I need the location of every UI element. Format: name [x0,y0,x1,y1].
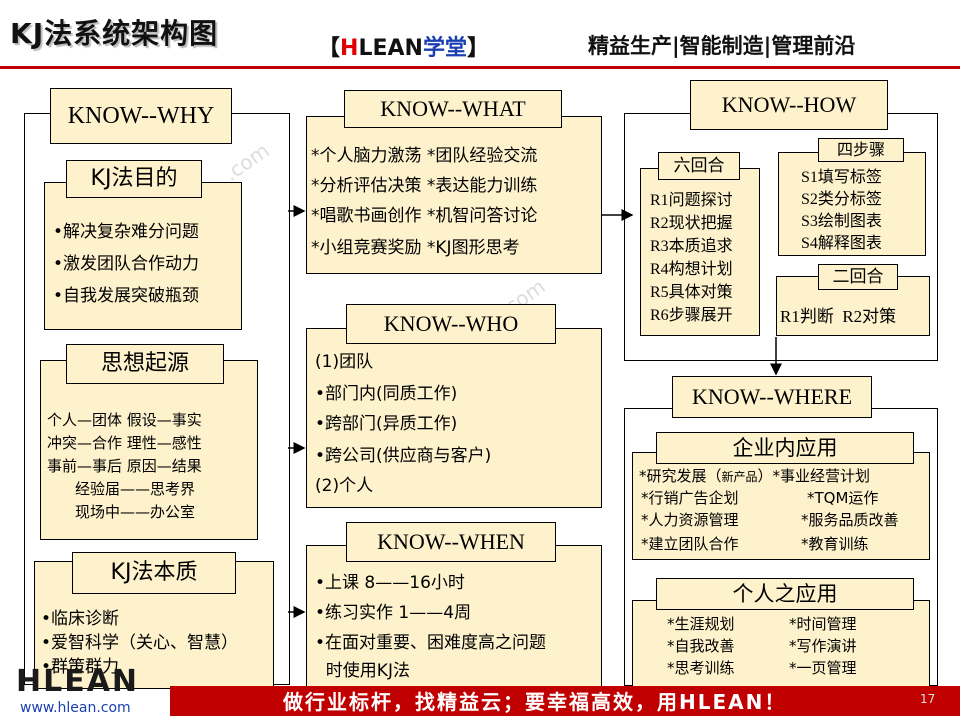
four-steps-panel: S1填写标签 S2类分标签 S3绘制图表 S4解释图表 [778,152,926,256]
purpose-item: •激发团队合作动力 [53,254,200,274]
purpose-item: •解决复杂难分问题 [53,222,200,242]
purpose-header: KJ法目的 [66,160,202,198]
personal-cell: *一页管理 [789,659,857,677]
page-title: KJ法系统架构图 [10,17,219,50]
brand-h: H [340,36,359,61]
who-header: KNOW--WHO [346,304,556,344]
six-rounds-item: R5具体对策 [650,284,733,301]
brand-logo: 【HLEAN学堂】 [318,30,489,62]
four-steps-item: S1填写标签 [801,169,882,186]
who-line: •部门内(同质工作) [315,384,458,404]
four-steps-header: 四步骤 [818,138,904,162]
what-line: *个人脑力激荡 *团队经验交流 [311,146,538,166]
footer-bar [170,686,960,716]
six-rounds-item: R2现状把握 [650,215,733,232]
personal-cell: *生涯规划 [667,615,735,633]
four-steps-item: S4解释图表 [801,235,882,252]
six-rounds-item: R6步骤展开 [650,307,733,324]
how-header: KNOW--HOW [690,80,888,130]
when-line: 时使用KJ法 [315,661,410,681]
enterprise-cell: ）*事业经营计划 [757,467,871,485]
origin-line: 经验届——思考界 [75,480,196,498]
when-line: •上课 8——16小时 [315,573,465,593]
origin-line: 冲突—合作 理性—感性 [47,434,202,452]
brand-bracket-left: 【 [318,36,341,61]
footer-site-link[interactable]: www.hlean.com [20,700,131,716]
two-rounds-header: 二回合 [818,264,898,290]
purpose-item: •自我发展突破瓶颈 [53,286,200,306]
origin-panel: 个人—团体 假设—事实 冲突—合作 理性—感性 事前—事后 原因—结果 经验届—… [40,360,258,540]
enterprise-cell: *TQM运作 [807,489,879,507]
what-line: *分析评估决策 *表达能力训练 [311,176,538,196]
when-panel: •上课 8——16小时 •练习实作 1——4周 •在面对重要、困难度高之问题 时… [306,545,602,689]
enterprise-cell: *研究发展（ [639,467,722,485]
six-rounds-item: R1问题探讨 [650,192,733,209]
header-divider [0,66,960,69]
enterprise-cell: *服务品质改善 [801,511,899,529]
tagline: 精益生产|智能制造|管理前沿 [588,34,856,58]
brand-bracket-right: 】 [466,36,489,61]
what-line: *唱歌书画创作 *机智问答讨论 [311,206,538,226]
origin-line: 现场中——办公室 [75,503,196,521]
essence-item: •群策群力 [41,657,120,677]
who-line: (2)个人 [315,476,374,496]
where-header: KNOW--WHERE [672,376,872,418]
enterprise-cell: *行销广告企划 [641,489,739,507]
who-line: (1)团队 [315,352,374,372]
origin-header: 思想起源 [66,344,224,384]
personal-header: 个人之应用 [656,578,914,610]
enterprise-header: 企业内应用 [656,432,914,464]
personal-cell: *思考训练 [667,659,735,677]
four-steps-item: S3绘制图表 [801,213,882,230]
origin-line: 个人—团体 假设—事实 [47,411,202,429]
enterprise-cell: *教育训练 [801,535,869,553]
when-line: •在面对重要、困难度高之问题 [315,633,547,653]
who-line: •跨公司(供应商与客户) [315,446,492,466]
what-line: *小组竞赛奖励 *KJ图形思考 [311,238,520,258]
origin-line: 事前—事后 原因—结果 [47,457,202,475]
six-rounds-item: R4构想计划 [650,261,733,278]
essence-item: •临床诊断 [41,609,120,629]
what-panel: *个人脑力激荡 *团队经验交流 *分析评估决策 *表达能力训练 *唱歌书画创作 … [306,116,602,274]
when-line: •练习实作 1——4周 [315,603,472,623]
personal-cell: *时间管理 [789,615,857,633]
footer-logo: HLEAN [16,664,140,699]
six-rounds-item: R3本质追求 [650,238,733,255]
personal-cell: *自我改善 [667,637,735,655]
two-rounds-text: R1判断 R2对策 [780,307,897,326]
why-header: KNOW--WHY [50,88,232,144]
brand-xuetang: 学堂 [422,36,467,61]
page-number: 17 [920,692,936,706]
brand-lean: LEAN [358,36,423,61]
personal-cell: *写作演讲 [789,637,857,655]
who-panel: (1)团队 •部门内(同质工作) •跨部门(异质工作) •跨公司(供应商与客户)… [306,328,602,508]
purpose-panel: •解决复杂难分问题 •激发团队合作动力 •自我发展突破瓶颈 [44,182,242,330]
four-steps-item: S2类分标签 [801,191,882,208]
what-header: KNOW--WHAT [344,90,562,128]
when-header: KNOW--WHEN [346,522,556,562]
enterprise-cell: *建立团队合作 [641,535,739,553]
enterprise-cell: *人力资源管理 [641,511,739,529]
who-line: •跨部门(异质工作) [315,414,458,434]
enterprise-panel: *研究发展（新产品）*事业经营计划 *行销广告企划 *TQM运作 *人力资源管理… [632,452,930,560]
enterprise-cell-note: 新产品 [721,470,758,484]
footer-slogan: 做行业标杆，找精益云；要幸福高效，用HLEAN！ [283,690,787,714]
essence-item: •爱智科学（关心、智慧） [41,633,239,653]
enterprise-row: *研究发展（新产品）*事业经营计划 [639,465,870,486]
six-rounds-header: 六回合 [658,152,740,180]
essence-header: KJ法本质 [72,552,236,594]
